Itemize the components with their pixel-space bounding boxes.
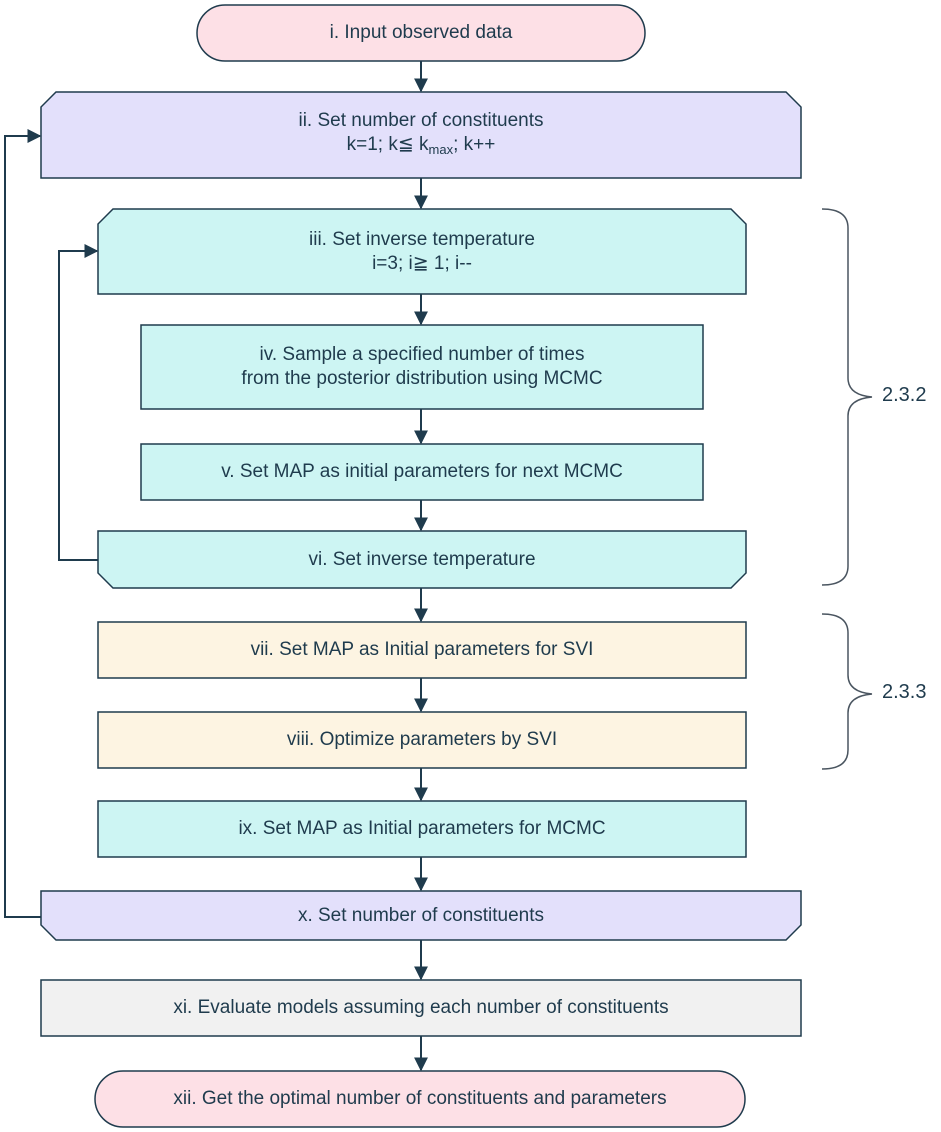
step-1-text: i. Input observed data [329, 22, 513, 43]
step-12-text: xii. Get the optimal number of constitue… [173, 1088, 667, 1109]
step-3-line-2: i=3; i≧ 1; i-- [372, 252, 472, 274]
step-9-text: ix. Set MAP as Initial parameters for MC… [238, 818, 606, 839]
section-b-label: 2.3.3 [882, 681, 927, 703]
step-2-line-2-sub: max [428, 141, 454, 157]
step-2-shape [40, 91, 802, 179]
bracket-section-b [821, 613, 873, 770]
step-11-shape [40, 979, 802, 1037]
step-10-shape [40, 890, 802, 941]
step-3-shape [97, 208, 747, 295]
step-6-shape [97, 530, 747, 589]
step-2-label: ii. Set number of constituents k=1; k≦ k… [41, 92, 801, 178]
step-11-label: xi. Evaluate models assuming each number… [41, 980, 801, 1036]
step-8-text: viii. Optimize parameters by SVI [286, 729, 558, 750]
step-3-label: iii. Set inverse temperature i=3; i≧ 1; … [98, 209, 746, 294]
outer-loop-arrow [4, 129, 42, 918]
step-7-shape [97, 621, 747, 679]
step-2-line-1: ii. Set number of constituents [298, 109, 544, 131]
step-5-text: v. Set MAP as initial parameters for nex… [221, 461, 623, 482]
step-4-line-2: from the posterior distribution using MC… [241, 368, 603, 389]
step-4-line-1: iv. Sample a specified number of times [259, 344, 585, 365]
step-5-label: v. Set MAP as initial parameters for nex… [141, 444, 703, 500]
step-7-label: vii. Set MAP as Initial parameters for S… [98, 622, 746, 678]
step-5-shape [140, 443, 704, 501]
step-1-label: i. Input observed data [197, 5, 645, 61]
step-10-text: x. Set number of constituents [297, 904, 545, 926]
step-8-label: viii. Optimize parameters by SVI [98, 712, 746, 768]
step-2-line-2-post: ; k++ [453, 133, 496, 155]
step-9-shape [97, 800, 747, 858]
step-2-line-2-pre: k=1; k≦ k [346, 133, 429, 155]
step-2-line-2: k=1; k≦ kmax; k++ [347, 133, 496, 162]
step-12-label: xii. Get the optimal number of constitue… [95, 1071, 745, 1127]
inner-loop-arrow [58, 244, 99, 561]
step-8-shape [97, 711, 747, 769]
step-9-label: ix. Set MAP as Initial parameters for MC… [98, 801, 746, 857]
bracket-section-a [821, 208, 873, 586]
step-7-text: vii. Set MAP as Initial parameters for S… [250, 639, 594, 660]
section-a-label: 2.3.2 [882, 384, 927, 406]
step-10-label: x. Set number of constituents [41, 891, 801, 940]
step-6-text: vi. Set inverse temperature [308, 548, 536, 570]
step-3-line-1: iii. Set inverse temperature [309, 228, 535, 250]
step-4-label: iv. Sample a specified number of times f… [141, 325, 703, 409]
step-6-label: vi. Set inverse temperature [98, 531, 746, 588]
step-11-text: xi. Evaluate models assuming each number… [173, 997, 669, 1018]
